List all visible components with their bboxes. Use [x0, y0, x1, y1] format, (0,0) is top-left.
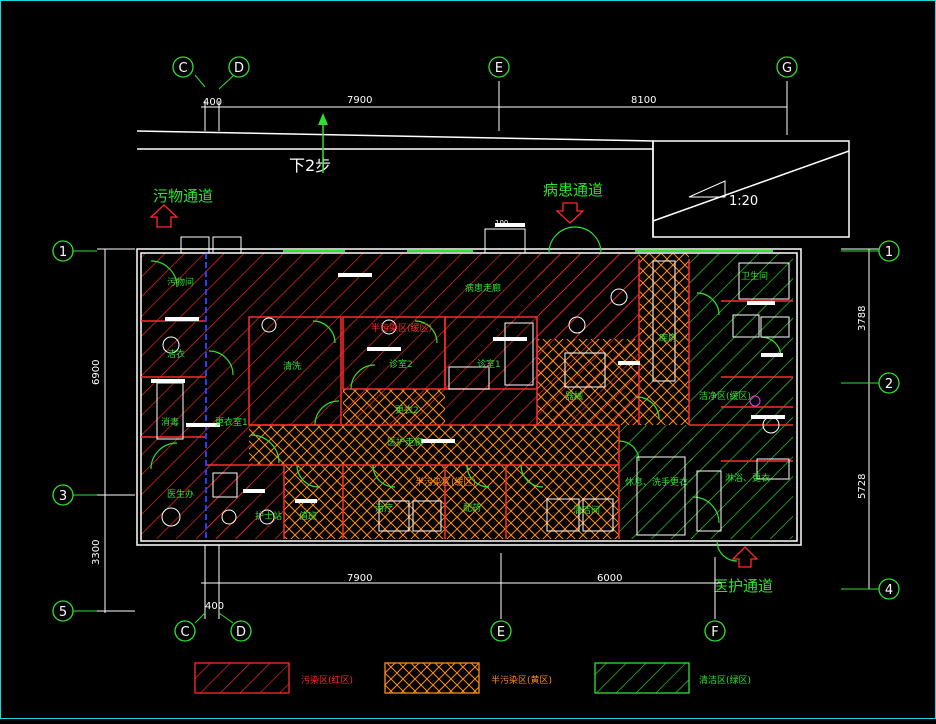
room-treatment: 治疗: [375, 502, 393, 514]
dim-top-e-g: 8100: [631, 95, 656, 106]
axis-top-g: G: [776, 56, 798, 78]
axis-top-c: C: [172, 56, 194, 78]
dirty-passage-arrow-icon: [149, 204, 179, 228]
axis-right-4: 4: [878, 578, 900, 600]
room-toilet-left: 卫生间: [741, 270, 768, 282]
room-clean-store: 洁衣: [167, 348, 185, 360]
patient-passage-arrow-icon: [555, 202, 585, 224]
svg-text:4: 4: [885, 583, 893, 598]
room-wash: 清洗: [283, 360, 301, 372]
ramp-arrow-icon: [688, 180, 726, 198]
axis-left-5: 5: [52, 600, 74, 622]
room-waste: 污物间: [167, 276, 194, 288]
axis-left-1: 1: [52, 240, 74, 262]
label-bars: [151, 223, 785, 503]
arrows: [149, 113, 759, 568]
room-ward2: 诊室2: [389, 358, 413, 370]
svg-text:清洁区(绿区): 清洁区(绿区): [699, 674, 751, 686]
room-buffer-corridor: 医护走廊: [387, 436, 423, 448]
medical-passage-label: 医护通道: [713, 577, 773, 595]
axis-left-3: 3: [52, 484, 74, 506]
axis-bottom-c: C: [174, 620, 196, 642]
fixtures: [156, 260, 790, 536]
dim-bottom-e-f: 6000: [597, 573, 622, 584]
axis-right-2: 2: [878, 372, 900, 394]
dim-top-c-d: 400: [203, 97, 222, 108]
room-half-dirty: 半污染区(缓区): [415, 476, 476, 488]
svg-text:1: 1: [59, 245, 67, 260]
svg-text:E: E: [495, 61, 503, 76]
dim-bottom-d-e: 7900: [347, 573, 372, 584]
outer-walls: [136, 130, 850, 546]
svg-text:半污染区(黄区): 半污染区(黄区): [491, 674, 552, 686]
svg-text:D: D: [236, 625, 246, 640]
svg-text:2: 2: [885, 377, 893, 392]
room-doctor-office: 医生办: [167, 488, 194, 500]
window-boxes: [180, 228, 526, 254]
svg-text:5: 5: [59, 605, 67, 620]
patient-passage-label: 病患通道: [543, 181, 603, 199]
svg-text:E: E: [497, 625, 505, 640]
step-down-label: 下2步: [289, 156, 331, 175]
dim-bottom-c-d: 400: [205, 601, 224, 612]
svg-text:G: G: [782, 61, 792, 76]
axis-bottom-f: F: [704, 620, 726, 642]
legend: 污染区(红区) 半污染区(黄区) 清洁区(绿区): [194, 662, 751, 694]
doors: [150, 226, 782, 562]
room-dressing-1: 更衣室1: [215, 416, 248, 428]
room-staff-rest: 休息、洗手更衣: [625, 476, 688, 488]
dim-door-small: 100: [495, 219, 508, 227]
svg-text:C: C: [178, 61, 187, 76]
svg-text:污染区(红区): 污染区(红区): [301, 674, 353, 686]
axis-top-e: E: [488, 56, 510, 78]
medical-passage-arrow-icon: [731, 546, 759, 568]
room-nurse: 护士站: [255, 510, 282, 522]
dirty-passage-label: 污物通道: [153, 187, 213, 205]
room-ward1: 诊室1: [477, 358, 501, 370]
room-store: 库房: [659, 332, 677, 344]
axis-right-1: 1: [878, 240, 900, 262]
room-disinfect: 消毒: [161, 416, 179, 428]
zone-orange: [249, 253, 689, 539]
legend-item-green: 清洁区(绿区): [594, 662, 751, 694]
svg-text:C: C: [180, 625, 189, 640]
room-toilet-right: 淋浴、更衣: [725, 472, 770, 484]
svg-text:F: F: [711, 625, 718, 640]
dim-right-2-4: 5728: [857, 474, 868, 499]
svg-text:3: 3: [59, 489, 67, 504]
svg-text:D: D: [234, 61, 244, 76]
room-clean-room: 清洁间: [573, 504, 600, 516]
legend-item-red: 污染区(红区): [194, 662, 353, 694]
axis-bottom-e: E: [490, 620, 512, 642]
axis-bottom-d: D: [230, 620, 252, 642]
room-dispense: 配药: [463, 503, 481, 514]
room-clean-area: 洁净区(缓区): [699, 390, 751, 402]
dim-left-1-3: 6900: [91, 360, 102, 385]
dimension-lines: [97, 81, 879, 619]
axis-top-d: D: [228, 56, 250, 78]
room-patient-corridor: 病患走廊: [465, 282, 501, 294]
room-buffer-top: 半污染区(缓区): [371, 322, 432, 334]
dim-left-3-5: 3300: [91, 540, 102, 565]
dim-right-1-2: 3788: [857, 306, 868, 331]
svg-text:1: 1: [885, 245, 893, 260]
room-dressing-2: 更衣2: [395, 404, 419, 416]
room-duty: 值班: [299, 510, 317, 522]
room-equip: 器械: [565, 390, 583, 402]
ramp-label: 1:20: [729, 194, 758, 209]
legend-item-orange: 半污染区(黄区): [384, 662, 552, 694]
dim-top-d-e: 7900: [347, 95, 372, 106]
